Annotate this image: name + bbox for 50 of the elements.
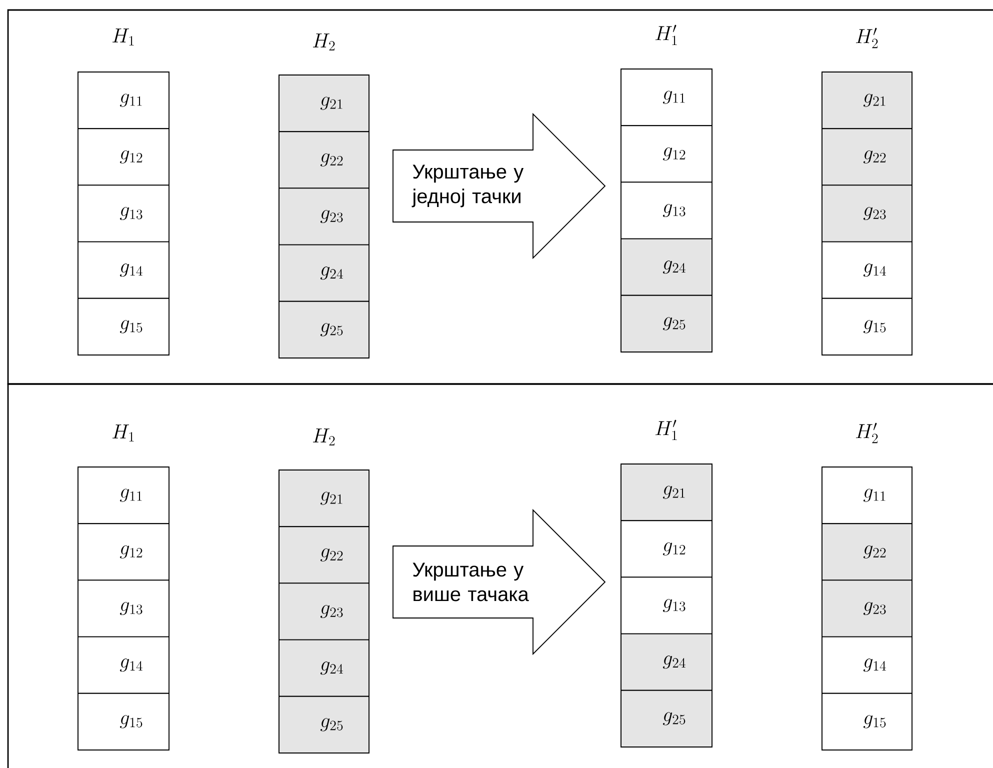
gene-cell: $g_{15}$ <box>78 692 170 750</box>
gene-cell: $g_{21}$ <box>620 464 712 522</box>
gene-cell: $g_{22}$ <box>822 128 912 186</box>
gene-cell: $g_{21}$ <box>278 74 370 132</box>
gene-cell: $g_{11}$ <box>78 466 170 524</box>
gene-cell: $g_{22}$ <box>278 131 370 189</box>
gene-cell: $g_{23}$ <box>822 580 912 638</box>
gene-cell: $g_{22}$ <box>822 523 912 581</box>
gene-cell: $g_{13}$ <box>78 580 170 638</box>
gene-cell: $g_{12}$ <box>620 520 712 578</box>
gene-cell: $g_{11}$ <box>78 72 170 130</box>
panel-frame <box>7 9 993 385</box>
gene-cell: $g_{13}$ <box>620 182 712 240</box>
column-heading: $H_2'$ <box>856 422 878 444</box>
gene-cell: $g_{14}$ <box>78 636 170 694</box>
gene-cell: $g_{12}$ <box>78 128 170 186</box>
column-heading: $H_1'$ <box>656 420 677 440</box>
gene-cell: $g_{21}$ <box>278 470 370 528</box>
gene-cell: $g_{11}$ <box>822 466 912 524</box>
gene-cell: $g_{25}$ <box>278 300 370 358</box>
gene-cell: $g_{12}$ <box>620 125 712 183</box>
gene-cell: $g_{21}$ <box>822 72 912 130</box>
panel-frame <box>7 383 993 768</box>
gene-cell: $g_{15}$ <box>78 298 170 356</box>
gene-cell: $g_{24}$ <box>278 244 370 302</box>
column-heading: $H_1$ <box>112 28 134 46</box>
gene-cell: $g_{13}$ <box>78 184 170 242</box>
gene-cell: $g_{23}$ <box>278 582 370 640</box>
column-heading: $H_1$ <box>112 424 134 442</box>
gene-cell: $g_{13}$ <box>620 576 712 634</box>
gene-cell: $g_{15}$ <box>822 692 912 750</box>
column-heading: $H_2$ <box>313 428 335 446</box>
column-heading: $H_2$ <box>313 34 335 50</box>
gene-cell: $g_{14}$ <box>822 636 912 694</box>
gene-cell: $g_{14}$ <box>78 241 170 299</box>
column-heading: $H_2'$ <box>856 28 878 48</box>
column-heading: $H_1'$ <box>656 24 677 46</box>
gene-cell: $g_{24}$ <box>620 238 712 296</box>
gene-cell: $g_{24}$ <box>620 633 712 691</box>
gene-cell: $g_{12}$ <box>78 523 170 581</box>
gene-cell: $g_{25}$ <box>620 294 712 352</box>
gene-cell: $g_{24}$ <box>278 639 370 697</box>
gene-cell: $g_{25}$ <box>278 696 370 754</box>
gene-cell: $g_{15}$ <box>822 298 912 356</box>
gene-cell: $g_{23}$ <box>822 184 912 242</box>
gene-cell: $g_{11}$ <box>620 68 712 126</box>
gene-cell: $g_{14}$ <box>822 241 912 299</box>
gene-cell: $g_{25}$ <box>620 690 712 748</box>
gene-cell: $g_{23}$ <box>278 188 370 246</box>
gene-cell: $g_{22}$ <box>278 526 370 584</box>
